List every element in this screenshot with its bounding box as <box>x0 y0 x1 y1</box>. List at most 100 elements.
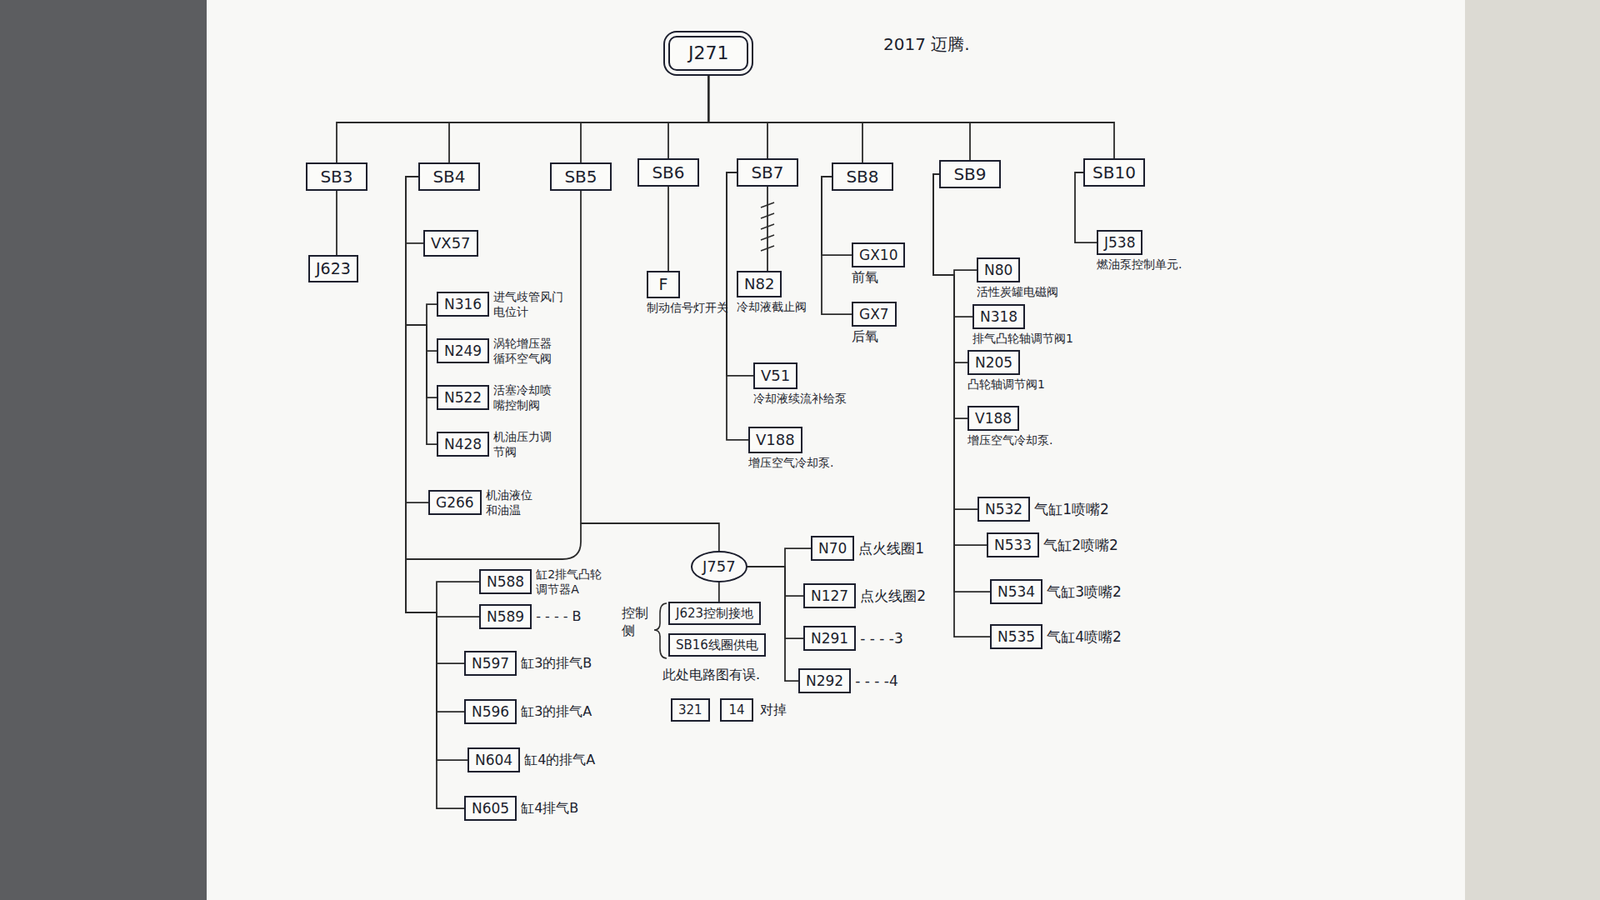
part-code: GX7 <box>851 301 897 327</box>
part-description: 点火线圈1 <box>858 539 925 558</box>
wire-connector <box>708 70 863 163</box>
wire-connector <box>668 70 709 159</box>
part-code: VX57 <box>423 230 479 257</box>
labelled-component: N428机油压力调 节阀 <box>436 429 565 460</box>
part-code: J623 <box>308 255 359 283</box>
part-code: J757 <box>690 550 748 583</box>
part-code: N605 <box>464 795 517 821</box>
part-code: N316 <box>436 291 490 317</box>
note-text: 此处电路图有误. <box>662 666 760 685</box>
note-text: 对掉 <box>760 701 787 720</box>
labelled-component: N588缸2排气凸轮 调节器A <box>479 566 613 597</box>
wire-connector <box>708 70 1115 159</box>
wire-connector <box>405 176 429 503</box>
part-description: 冷却液续流补给泵 <box>753 390 847 406</box>
fabric <box>0 0 207 900</box>
labelled-component: N533气缸2喷嘴2 <box>986 532 1119 558</box>
part-code: N318 <box>972 304 1025 330</box>
joining-wire <box>405 523 581 560</box>
component-box: SB5 <box>550 162 612 191</box>
part-code: SB16线圈供电 <box>668 633 766 657</box>
wire-connector <box>708 70 768 159</box>
part-description: 缸3的排气A <box>520 703 592 721</box>
wire-connector <box>405 176 437 398</box>
part-description: 制动信号灯开关 <box>646 300 729 315</box>
part-code: SB4 <box>418 162 480 191</box>
labelled-component: N589- - - - B <box>479 604 582 630</box>
labelled-component: N82冷却液截止阀 <box>736 270 807 315</box>
part-code: N292 <box>798 668 851 694</box>
labelled-component: N318排气凸轮轴调节阀1 <box>972 304 1074 347</box>
component-box: J623控制接地 <box>668 601 761 625</box>
part-description: 缸4排气B <box>520 800 579 818</box>
part-code: N82 <box>736 270 782 298</box>
wire-connector <box>821 176 852 315</box>
component-box: J757 <box>690 550 748 583</box>
component-box: SB6 <box>637 158 700 187</box>
component-box: SB7 <box>736 158 799 187</box>
wire-connector <box>405 176 437 445</box>
labelled-component: N249涡轮增压器 循环空气阀 <box>436 335 565 366</box>
part-description: 前氧 <box>851 269 879 287</box>
component-box: SB9 <box>939 160 1001 189</box>
part-code: N533 <box>986 532 1040 558</box>
labelled-component: V188增压空气冷却泵. <box>748 426 834 470</box>
wire-connector <box>335 190 338 255</box>
component-box: J623 <box>308 255 359 283</box>
bracket <box>654 603 667 659</box>
part-code: J623控制接地 <box>668 601 761 625</box>
component-box: SB3 <box>305 162 368 191</box>
part-code: N522 <box>436 385 490 410</box>
labelled-component: V188增压空气冷却泵. <box>967 405 1053 449</box>
part-code: N80 <box>976 257 1020 283</box>
component-box: SB4 <box>418 162 480 191</box>
component-box: SB10 <box>1083 158 1145 187</box>
part-code: N127 <box>803 583 856 609</box>
part-code: SB6 <box>637 158 700 187</box>
part-code: SB10 <box>1083 158 1145 187</box>
wire-connector <box>718 582 720 602</box>
component-box: J271 <box>668 35 749 71</box>
part-code: V188 <box>967 405 1020 431</box>
component-box: SB8 <box>831 162 894 191</box>
part-code: SB5 <box>550 162 612 191</box>
component-box: VX57 <box>423 230 479 257</box>
part-code: N205 <box>967 350 1020 375</box>
part-description: 活塞冷却喷 嘴控制阀 <box>493 382 565 413</box>
labelled-component: N291- - - -3 <box>803 625 904 651</box>
labelled-component: N205凸轮轴调节阀1 <box>967 350 1045 393</box>
paper-sheet <box>206 0 1465 900</box>
labelled-component: N522活塞冷却喷 嘴控制阀 <box>436 382 565 413</box>
part-code: N249 <box>436 338 490 364</box>
part-code: GX10 <box>851 242 905 268</box>
wire-connector <box>747 566 804 596</box>
part-description: - - - - B <box>535 608 581 626</box>
part-description: 气缸2喷嘴2 <box>1043 535 1119 555</box>
labelled-component: G266机油液位 和油温 <box>428 487 536 518</box>
part-description: 冷却液截止阀 <box>736 299 807 315</box>
part-description: 排气凸轮轴调节阀1 <box>972 330 1074 346</box>
wire-connector <box>580 70 709 163</box>
part-code: N70 <box>810 535 855 561</box>
part-description: 缸4的排气A <box>524 751 595 770</box>
wire-connector <box>667 186 670 271</box>
labelled-component: N596缸3的排气A <box>464 699 592 725</box>
part-description: 进气歧管风门 电位计 <box>493 289 565 320</box>
part-description: - - - -3 <box>860 629 904 648</box>
part-code: N532 <box>977 496 1030 522</box>
labelled-component: N535气缸4喷嘴2 <box>990 624 1122 650</box>
wire-connector <box>708 70 970 160</box>
part-description: 气缸1喷嘴2 <box>1034 500 1110 519</box>
labelled-component: F制动信号灯开关 <box>646 270 729 315</box>
component-box: SB16线圈供电 <box>668 633 766 657</box>
part-code: N428 <box>436 431 490 457</box>
part-code: N597 <box>464 650 517 676</box>
part-code: SB7 <box>736 158 799 187</box>
part-code: J271 <box>668 35 749 71</box>
part-description: 凸轮轴调节阀1 <box>967 376 1045 392</box>
labelled-component: N597缸3的排气B <box>464 650 592 676</box>
part-code: SB9 <box>939 160 1001 189</box>
part-code: F <box>646 270 680 299</box>
